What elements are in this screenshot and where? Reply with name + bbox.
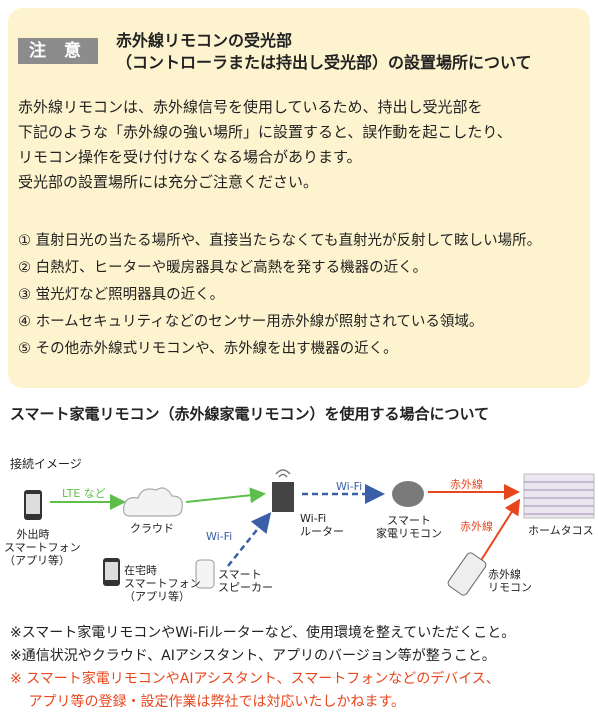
ir-remote-label: 赤外線 リモコン: [488, 568, 532, 594]
smart-remote-label: スマート 家電リモコン: [376, 514, 442, 540]
label-line: Wi-Fi: [300, 512, 327, 525]
label-line: スマート: [218, 568, 262, 581]
label-line: スピーカー: [218, 581, 273, 594]
cloud-router-arrow: [185, 487, 266, 504]
note-line: ※スマート家電リモコンやWi-Fiルーターなど、使用環境を整えていただくこと。: [10, 625, 516, 641]
caution-title-line1: 赤外線リモコンの受光部: [116, 31, 293, 50]
note-warning-line: ※ スマート家電リモコンやAIアシスタント、スマートフォンなどのデバイス、: [10, 671, 500, 687]
router-label: Wi-Fi ルーター: [300, 512, 344, 538]
label-line: 在宅時: [124, 564, 157, 577]
ir-label-top: 赤外線: [450, 478, 483, 491]
section-title: スマート家電リモコン（赤外線家電リモコン）を使用する場合について: [10, 405, 490, 423]
caution-list: ① 直射日光の当たる場所や、直接当たらなくても直射光が反射して眩しい場所。 ② …: [18, 228, 541, 363]
notes: ※スマート家電リモコンやWi-Fiルーターなど、使用環境を整えていただくこと。 …: [10, 622, 515, 714]
list-item: ③ 蛍光灯など照明器具の近く。: [18, 287, 225, 303]
paragraph-line: 赤外線リモコンは、赤外線信号を使用しているため、持出し受光部を: [18, 98, 483, 116]
label-line: 赤外線: [488, 568, 521, 581]
note-line: ※通信状況やクラウド、AIアシスタント、アプリのバージョン等が整うこと。: [10, 648, 496, 664]
phone-outside-icon: [24, 490, 42, 520]
wifi-label-top: Wi-Fi: [336, 480, 363, 493]
note-warning-line: アプリ等の登録・設定作業は弊社では対応いたしかねます。: [10, 694, 406, 710]
caution-paragraph: 赤外線リモコンは、赤外線信号を使用しているため、持出し受光部を 下記のような「赤…: [18, 95, 512, 195]
speaker-label: スマート スピーカー: [218, 568, 273, 594]
diagram-heading: 接続イメージ: [10, 457, 82, 471]
phone-outside-label: 外出時 スマートフォン （アプリ等）: [4, 528, 81, 567]
label-line: ルーター: [300, 525, 344, 538]
label-line: （アプリ等）: [4, 554, 70, 567]
label-line: リモコン: [488, 581, 532, 594]
home-taco-icon: [523, 473, 595, 519]
paragraph-line: リモコン操作を受け付けなくなる場合があります。: [18, 148, 362, 166]
connection-diagram: 接続イメージ LTE など Wi-Fi Wi-Fi 赤外線 赤外線 外出時 スマ…: [0, 448, 598, 613]
cloud-icon: [123, 487, 183, 517]
ir-label-mid: 赤外線: [460, 520, 493, 533]
label-line: スマートフォン: [124, 577, 201, 590]
home-taco-label: ホームタコス: [528, 524, 594, 537]
diagram-graphics: [24, 469, 595, 596]
label-line: スマートフォン: [4, 541, 81, 554]
smart-remote-icon: [392, 481, 424, 507]
smart-speaker-icon: [195, 559, 215, 589]
caution-title-line2: （コントローラまたは持出し受光部）の設置場所について: [116, 53, 532, 72]
wifi-arrow-left: [227, 512, 272, 567]
list-item: ⑤ その他赤外線式リモコンや、赤外線を出す機器の近く。: [18, 341, 398, 357]
caution-box: [8, 8, 590, 388]
paragraph-line: 受光部の設置場所には充分ご注意ください。: [18, 173, 319, 191]
ir-remote-icon: [447, 552, 487, 596]
caution-badge: 注 意: [18, 38, 98, 64]
phone-home-label: 在宅時 スマートフォン （アプリ等）: [124, 564, 201, 603]
lte-label: LTE など: [62, 487, 106, 500]
label-line: 家電リモコン: [376, 527, 442, 540]
paragraph-line: 下記のような「赤外線の強い場所」に設置すると、誤作動を起こしたり、: [18, 123, 512, 141]
wifi-router-icon: [272, 469, 294, 512]
phone-home-icon: [103, 558, 120, 586]
wifi-label-left: Wi-Fi: [206, 530, 233, 543]
list-item: ④ ホームセキュリティなどのセンサー用赤外線が照射されている領域。: [18, 314, 484, 330]
list-item: ① 直射日光の当たる場所や、直接当たらなくても直射光が反射して眩しい場所。: [18, 233, 542, 249]
cloud-label: クラウド: [130, 522, 174, 535]
label-line: スマート: [387, 514, 431, 527]
ir-arrow-bottom: [479, 498, 521, 563]
caution-title: 赤外線リモコンの受光部 （コントローラまたは持出し受光部）の設置場所について: [116, 30, 532, 74]
label-line: （アプリ等）: [124, 590, 190, 603]
label-line: 外出時: [16, 528, 50, 541]
list-item: ② 白熱灯、ヒーターや暖房器具など高熱を発する機器の近く。: [18, 260, 428, 276]
